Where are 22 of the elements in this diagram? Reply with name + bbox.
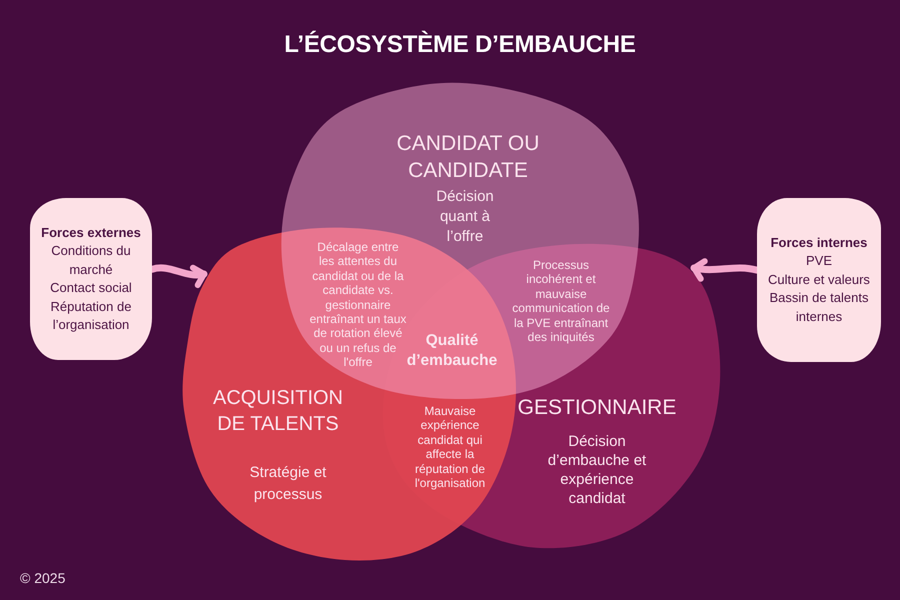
list-item: Culture et valeurs [768,270,870,289]
info-card [30,198,152,360]
overlap-text: Décalage entre les attentes du candidat ou de la candidate vs. gestionnaire entraînant un taux de rotation élevé ou un refus de l'offre [309,240,407,370]
overlap-text: Mauvaise expérience candidat qui affecte la réputation de l'organisation [414,404,486,490]
circle-description: Stratégie et processus [249,463,327,505]
circle-heading: CANDIDAT OU CANDIDATE [396,131,540,184]
copyright-note: © 2025 [20,569,66,587]
list-item: Conditions du marché [50,242,132,278]
card-heading: Forces internes [770,234,868,252]
circle-heading: ACQUISITION DE TALENTS [212,386,344,437]
card-heading: Forces externes [41,224,141,242]
list-item: PVE [806,252,832,270]
circle-description: Décision quant à l’offre [436,187,494,247]
center-label: Qualité d’embauche [406,331,498,371]
info-card [757,198,881,362]
overlap-text: Processus incohérent et mauvaise communication de la PVE entraînant des iniquités [512,258,610,344]
circle-heading: GESTIONNAIRE [517,395,677,421]
list-item: Réputation de l’organisation [50,298,132,334]
list-item: Contact social [50,279,132,297]
diagram-title: L’ÉCOSYSTÈME D’EMBAUCHE [284,31,636,58]
circle-description: Décision d’embauche et expérience candidat [547,432,647,508]
list-item: Bassin de talents internes [768,289,870,326]
